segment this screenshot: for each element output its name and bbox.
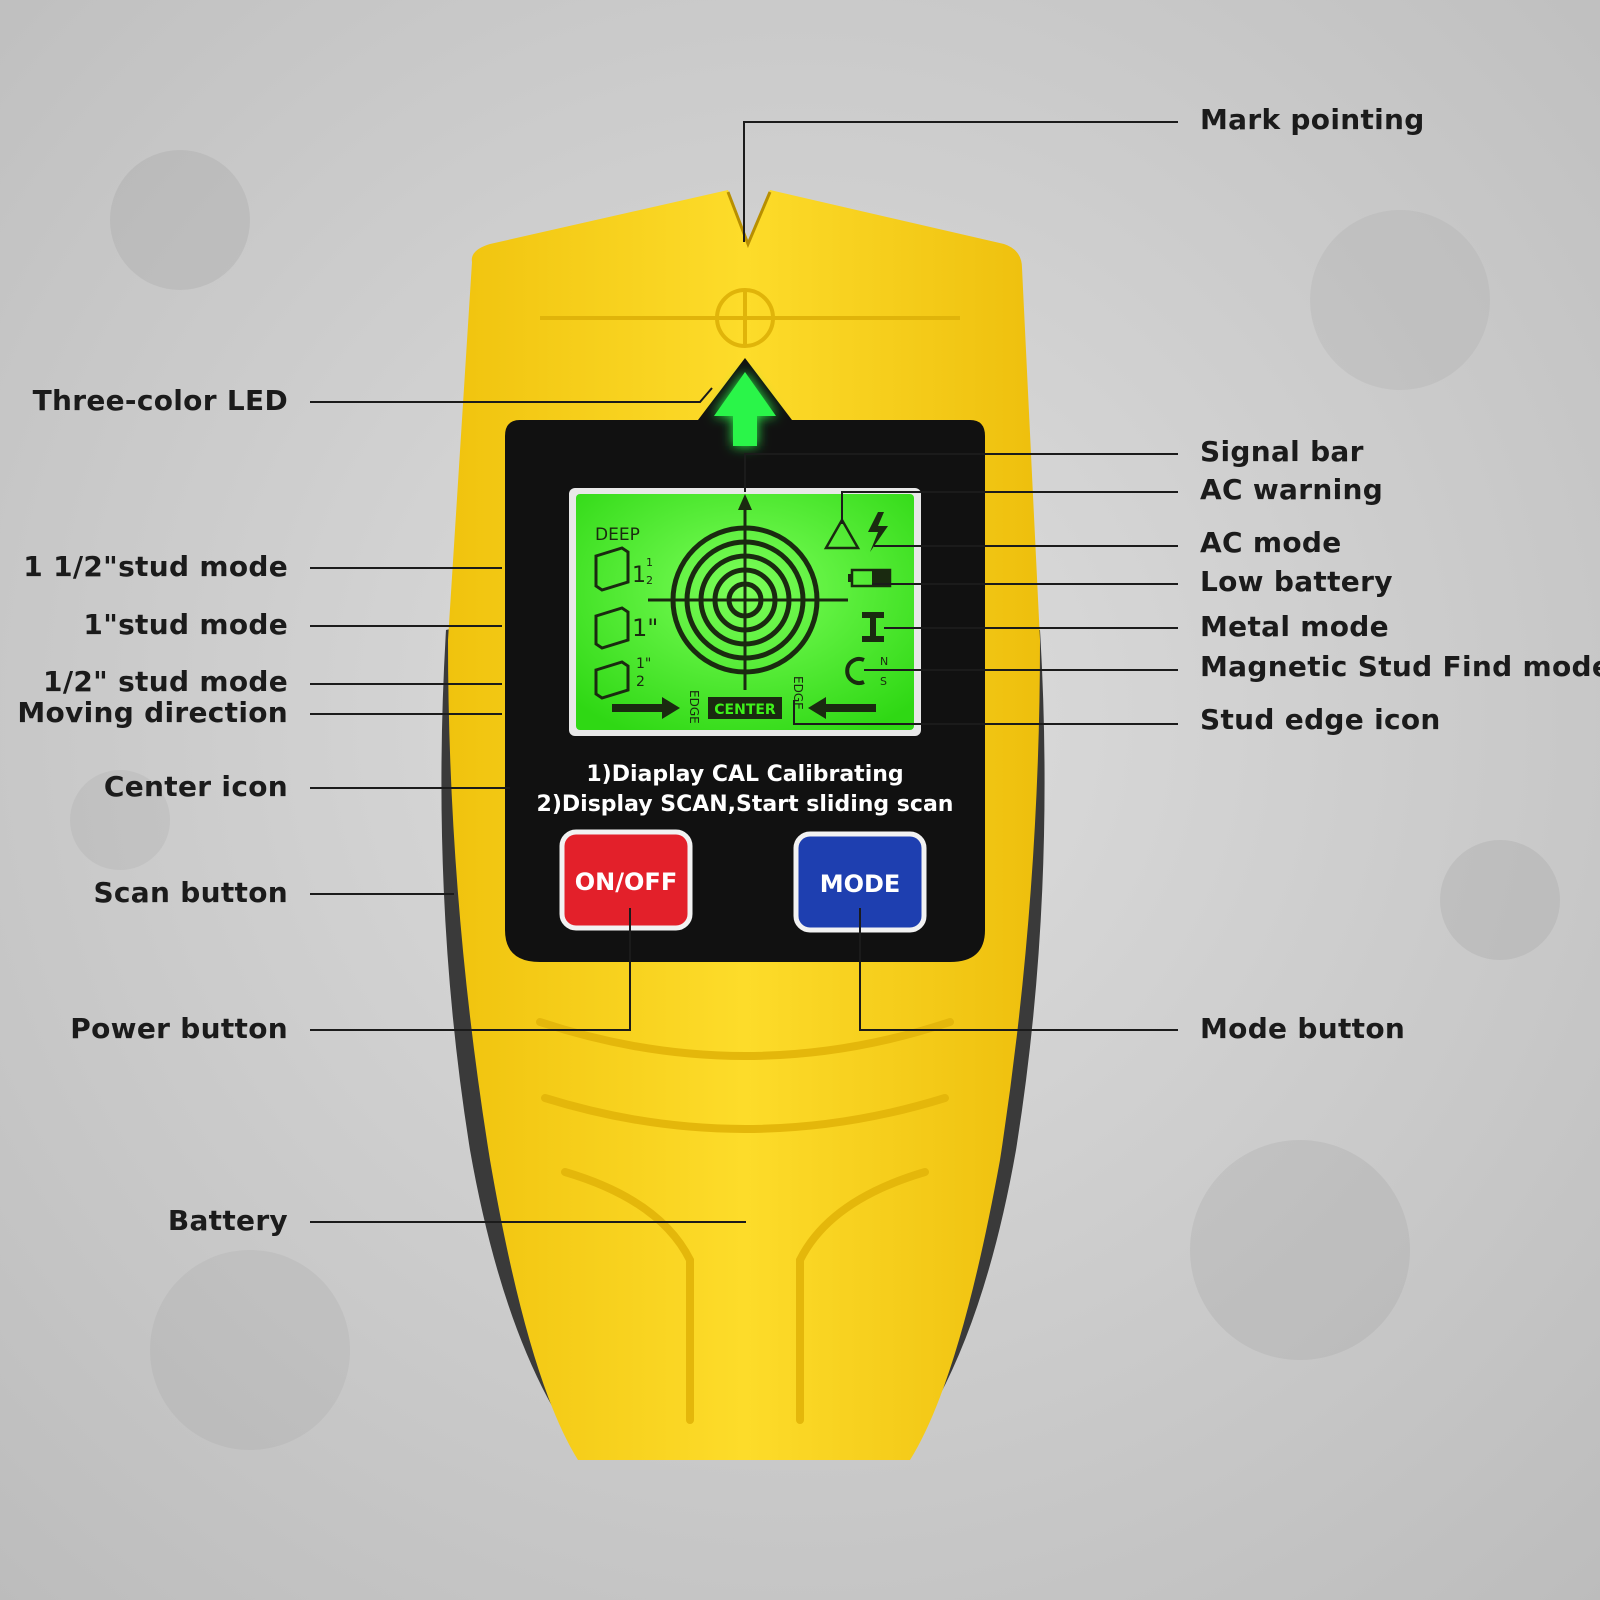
lcd-frac-den: 2 — [646, 574, 653, 587]
label-signal-bar: Signal bar — [1200, 435, 1364, 468]
label-center-icon: Center icon — [103, 770, 288, 803]
body-embossing — [536, 1018, 954, 1424]
lightning-icon — [868, 512, 888, 552]
lcd-deep-text: DEEP — [595, 525, 640, 545]
magnet-icon — [845, 657, 865, 685]
label-stud-mode-0-5: 1/2" stud mode — [43, 665, 288, 698]
signal-bar-arrow-icon — [738, 494, 752, 510]
label-mode-button: Mode button — [1200, 1012, 1406, 1045]
mark-pointing-notch — [726, 191, 772, 249]
instruction-line-2: 2)Display SCAN,Start sliding scan — [537, 792, 954, 817]
label-magnetic-stud-find-mode: Magnetic Stud Find mode — [1200, 650, 1600, 683]
stud-block-icon — [594, 660, 630, 700]
label-scan-button: Scan button — [93, 876, 288, 909]
lcd-stud-half-den: 2 — [636, 674, 645, 690]
lcd-frac-num: 1 — [646, 556, 653, 569]
warning-triangle-icon — [823, 517, 861, 550]
lcd-center-box — [708, 697, 782, 719]
label-stud-mode-1: 1"stud mode — [83, 608, 288, 641]
lcd-stud-1-5-text: 1 — [632, 563, 646, 588]
label-ac-mode: AC mode — [1200, 526, 1342, 559]
left-arrow-icon — [808, 697, 876, 719]
label-stud-mode-1-5: 1 1/2"stud mode — [23, 550, 288, 583]
label-battery: Battery — [167, 1204, 288, 1237]
label-metal-mode: Metal mode — [1200, 610, 1389, 643]
label-ac-warning: AC warning — [1200, 473, 1384, 506]
top-crosshair-emboss — [540, 288, 960, 348]
lcd-north-text: N — [880, 655, 888, 668]
power-button-label: ON/OFF — [575, 868, 677, 896]
leader-lines — [310, 121, 1178, 1223]
lcd-stud-half-num: 1" — [636, 656, 651, 672]
label-three-color-led: Three-color LED — [32, 384, 288, 417]
stud-block-icon — [594, 546, 630, 592]
background-texture — [70, 150, 1560, 1450]
lcd-center-text: CENTER — [714, 702, 776, 718]
power-button[interactable]: ON/OFF — [559, 829, 693, 931]
mode-button-label: MODE — [820, 870, 901, 898]
label-low-battery: Low battery — [1200, 565, 1393, 598]
i-beam-metal-icon — [862, 612, 884, 642]
label-stud-edge-icon: Stud edge icon — [1200, 703, 1441, 736]
right-arrow-icon — [612, 697, 680, 719]
lcd-edge-left-text: EDGE — [687, 690, 701, 724]
instruction-line-1: 1)Diaplay CAL Calibrating — [586, 762, 903, 787]
up-arrow-led-icon — [714, 372, 776, 446]
label-moving-direction: Moving direction — [17, 696, 288, 729]
mode-button[interactable]: MODE — [793, 831, 927, 933]
label-power-button: Power button — [70, 1012, 288, 1045]
label-mark-pointing: Mark pointing — [1200, 103, 1425, 136]
lcd-south-text: S — [880, 675, 887, 688]
lcd-stud-1-text: 1" — [632, 614, 658, 642]
stud-block-icon — [594, 606, 630, 650]
battery-icon — [848, 568, 892, 588]
